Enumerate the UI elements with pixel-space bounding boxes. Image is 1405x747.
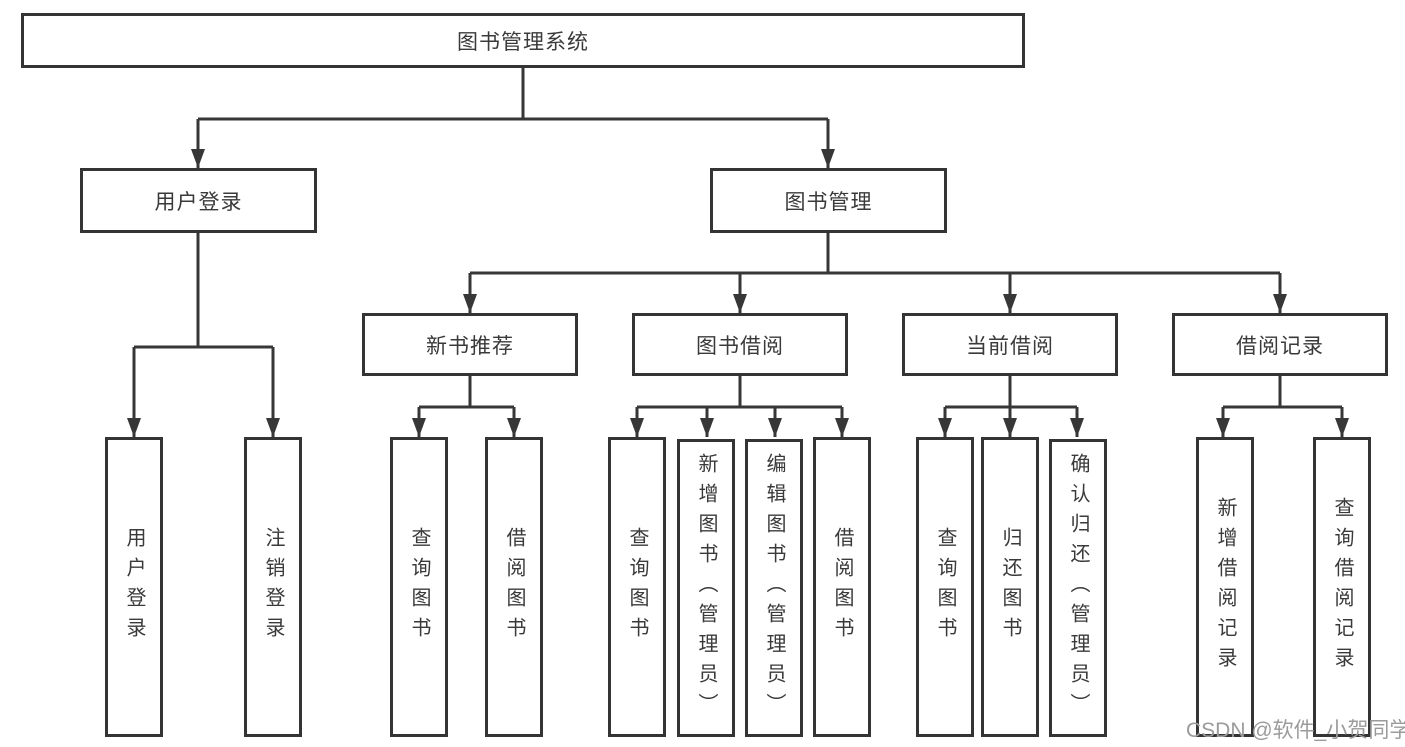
leaf-logout: 注销登录: [244, 437, 302, 737]
leaf-return-books-label: 归还图书: [999, 527, 1021, 647]
leaf-query-books-borrowing-label: 查询图书: [626, 527, 648, 647]
leaf-add-borrow-record-label: 新增借阅记录: [1214, 497, 1236, 677]
node-current-borrowing: 当前借阅: [902, 313, 1118, 376]
leaf-query-borrow-record-label: 查询借阅记录: [1331, 497, 1353, 677]
node-root-library-system: 图书管理系统: [21, 13, 1025, 68]
node-borrowing-records: 借阅记录: [1172, 313, 1388, 376]
leaf-add-books-admin: 新增图书（管理员）: [677, 439, 735, 737]
leaf-edit-books-admin: 编辑图书（管理员）: [745, 439, 803, 737]
leaf-query-books-current: 查询图书: [916, 437, 974, 737]
leaf-borrow-books-recommend: 借阅图书: [485, 437, 543, 737]
leaf-edit-books-admin-label: 编辑图书（管理员）: [763, 453, 785, 723]
node-user-login-label: 用户登录: [154, 190, 243, 214]
leaf-query-books-recommend: 查询图书: [390, 437, 448, 737]
leaf-query-books-current-label: 查询图书: [934, 527, 956, 647]
node-book-management-label: 图书管理: [784, 190, 873, 214]
node-book-borrowing-label: 图书借阅: [696, 334, 784, 358]
node-root-label: 图书管理系统: [457, 30, 589, 54]
leaf-confirm-return-admin: 确认归还（管理员）: [1049, 439, 1107, 737]
leaf-query-borrow-record: 查询借阅记录: [1313, 437, 1371, 737]
leaf-add-books-admin-label: 新增图书（管理员）: [695, 453, 717, 723]
node-borrowing-records-label: 借阅记录: [1236, 334, 1324, 358]
node-book-borrowing: 图书借阅: [632, 313, 848, 376]
leaf-confirm-return-admin-label: 确认归还（管理员）: [1067, 453, 1089, 723]
node-new-book-recommend-label: 新书推荐: [426, 334, 514, 358]
leaf-query-books-borrowing: 查询图书: [608, 437, 666, 737]
node-new-book-recommend: 新书推荐: [362, 313, 578, 376]
leaf-user-login: 用户登录: [105, 437, 163, 737]
node-current-borrowing-label: 当前借阅: [966, 334, 1054, 358]
leaf-user-login-label: 用户登录: [123, 527, 145, 647]
leaf-add-borrow-record: 新增借阅记录: [1196, 437, 1254, 737]
csdn-watermark: CSDN @软件_小贺同学: [1186, 719, 1405, 742]
leaf-borrow-books-recommend-label: 借阅图书: [503, 527, 525, 647]
node-book-management: 图书管理: [710, 168, 947, 233]
node-user-login: 用户登录: [80, 168, 317, 233]
leaf-query-books-recommend-label: 查询图书: [408, 527, 430, 647]
leaf-borrow-books-label: 借阅图书: [831, 527, 853, 647]
leaf-logout-label: 注销登录: [262, 527, 284, 647]
leaf-borrow-books: 借阅图书: [813, 437, 871, 737]
leaf-return-books: 归还图书: [981, 437, 1039, 737]
